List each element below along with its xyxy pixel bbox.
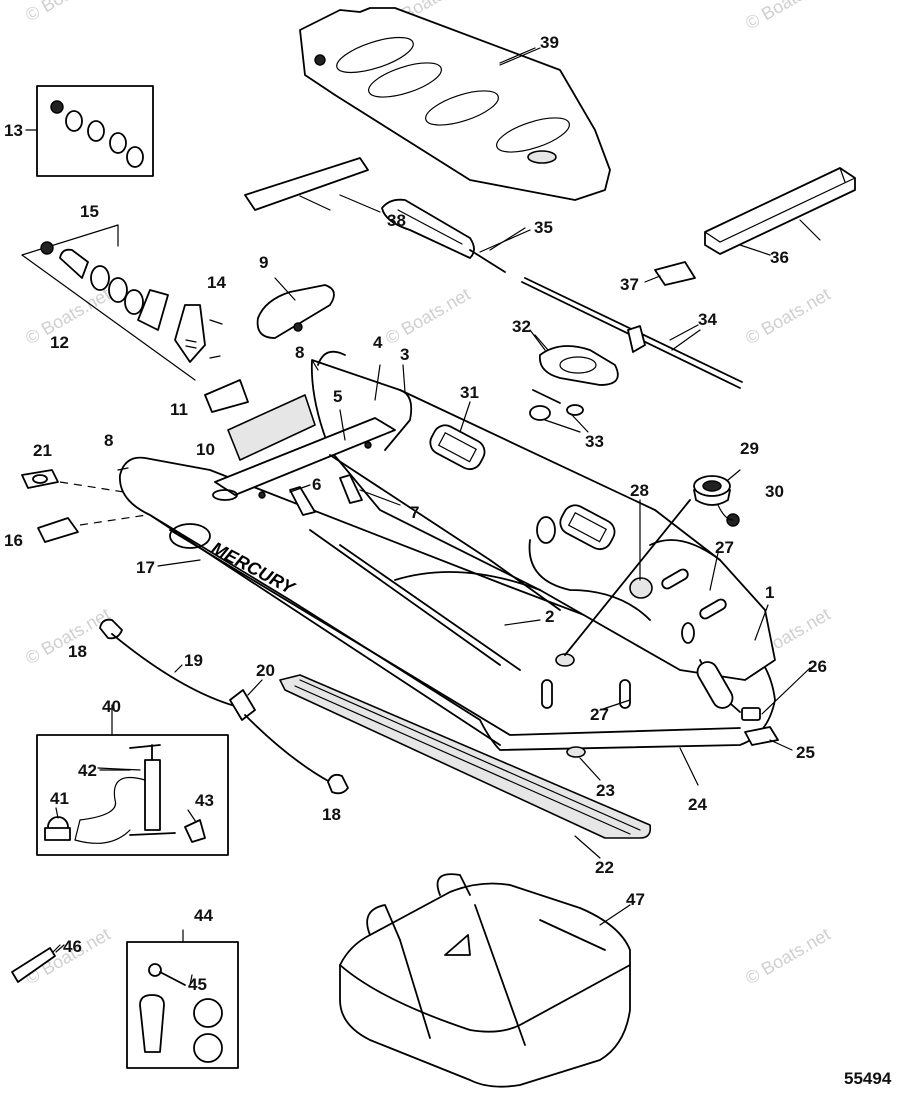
oarlock-pins-33 xyxy=(529,389,589,433)
label-part-14: 14 xyxy=(207,273,226,292)
handle-base-21 xyxy=(21,469,176,501)
oarlock-32 xyxy=(534,334,619,386)
valve-group-12 xyxy=(21,224,223,381)
label-part-3: 3 xyxy=(400,345,409,364)
repair-patch-38 xyxy=(244,157,369,211)
rope-19 xyxy=(99,618,349,795)
leader-lines xyxy=(55,47,811,986)
watermark-3: © Boats.net xyxy=(742,0,834,33)
label-part-36: 36 xyxy=(770,248,789,267)
label-part-22: 22 xyxy=(595,858,614,877)
label-part-33: 33 xyxy=(585,432,604,451)
label-part-31: 31 xyxy=(460,383,479,402)
label-part-40: 40 xyxy=(102,697,121,716)
repair-kit-44 xyxy=(126,929,239,1069)
label-part-41: 41 xyxy=(50,789,69,808)
label-part-18b: 18 xyxy=(322,805,341,824)
label-part-17: 17 xyxy=(136,558,155,577)
label-part-16: 16 xyxy=(4,531,23,550)
label-part-6: 6 xyxy=(312,475,321,494)
label-part-4: 4 xyxy=(373,333,383,352)
adhesive-tube-46 xyxy=(11,944,61,983)
label-part-19: 19 xyxy=(184,651,203,670)
label-part-29: 29 xyxy=(740,439,759,458)
label-part-15: 15 xyxy=(80,202,99,221)
label-part-12: 12 xyxy=(50,333,69,352)
storage-bag-47 xyxy=(339,873,631,1088)
o-ring-kit-13 xyxy=(25,85,154,177)
label-part-42: 42 xyxy=(78,761,97,780)
label-part-30: 30 xyxy=(765,482,784,501)
label-part-25: 25 xyxy=(796,743,815,762)
watermark-6: © Boats.net xyxy=(742,284,834,348)
oar-shaft-34 xyxy=(521,277,743,389)
keel-strip-22 xyxy=(279,674,652,839)
label-part-44: 44 xyxy=(194,906,213,925)
label-part-47: 47 xyxy=(626,890,645,909)
window-9 xyxy=(256,277,335,339)
label-part-18a: 18 xyxy=(68,642,87,661)
floorboard-39 xyxy=(299,7,611,201)
label-part-27b: 27 xyxy=(590,705,609,724)
label-part-35: 35 xyxy=(534,218,553,237)
watermark-11: © Boats.net xyxy=(742,924,834,988)
cap-30 xyxy=(717,504,740,527)
label-part-32: 32 xyxy=(512,317,531,336)
label-part-39: 39 xyxy=(540,33,559,52)
label-part-10: 10 xyxy=(196,440,215,459)
label-part-28: 28 xyxy=(630,481,649,500)
label-part-34: 34 xyxy=(698,310,717,329)
label-part-37: 37 xyxy=(620,275,639,294)
label-part-27a: 27 xyxy=(715,538,734,557)
seat-36 xyxy=(704,167,856,255)
label-part-38: 38 xyxy=(387,211,406,230)
boat-hull xyxy=(119,350,779,758)
label-part-24: 24 xyxy=(688,795,707,814)
label-part-45: 45 xyxy=(188,975,207,994)
label-part-7: 7 xyxy=(410,503,419,522)
watermark-5: © Boats.net xyxy=(382,284,474,348)
label-part-9: 9 xyxy=(259,253,268,272)
label-part-21: 21 xyxy=(33,441,52,460)
label-part-46: 46 xyxy=(63,937,82,956)
label-part-2: 2 xyxy=(545,607,554,626)
label-part-13: 13 xyxy=(4,121,23,140)
part-labels: 1 2 3 4 5 6 7 8 8 9 10 11 12 13 14 15 16… xyxy=(4,33,827,994)
pump-kit-40 xyxy=(36,734,229,856)
label-part-20: 20 xyxy=(256,661,275,680)
label-part-26: 26 xyxy=(808,657,827,676)
label-part-8a: 8 xyxy=(295,343,304,362)
seat-bracket-37 xyxy=(644,261,696,286)
label-part-1: 1 xyxy=(765,583,774,602)
watermark-1: © Boats.net xyxy=(22,0,114,25)
label-part-43: 43 xyxy=(195,791,214,810)
valve-29 xyxy=(693,469,741,506)
label-part-23: 23 xyxy=(596,781,615,800)
figure-number: 55494 xyxy=(844,1069,892,1088)
clip-11 xyxy=(204,379,249,413)
plate-10 xyxy=(227,394,316,461)
label-part-11: 11 xyxy=(170,400,188,419)
label-part-8b: 8 xyxy=(104,431,113,450)
oar-35 xyxy=(381,198,526,273)
label-part-5: 5 xyxy=(333,387,342,406)
